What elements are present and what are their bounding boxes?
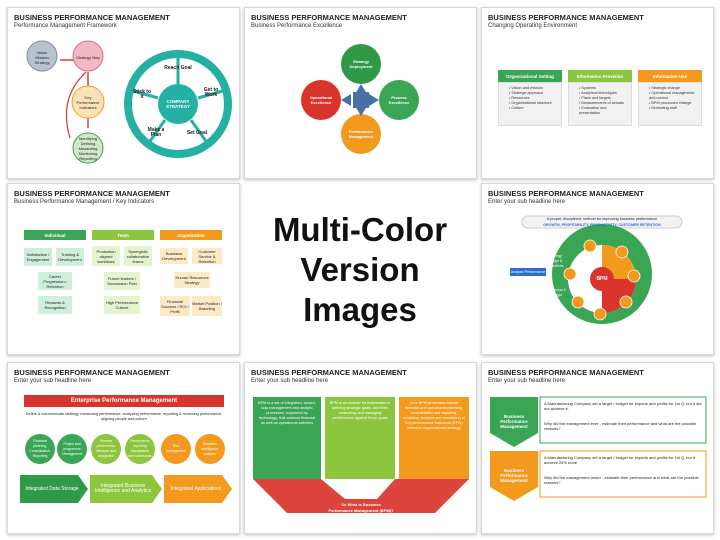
case-label: Business Performance Management — [500, 467, 528, 483]
column-header-information-provision: Information Provision — [568, 70, 632, 82]
indicator-item: Training & Development — [56, 248, 84, 266]
bpm-definition-panel: BPM is an enabler for businesses in defi… — [325, 397, 395, 479]
indicator-item: Business Development — [160, 248, 188, 264]
slide-thumbnail-2[interactable]: BUSINESS PERFORMANCE MANAGEMENT Business… — [244, 7, 477, 179]
slide-title: BUSINESS PERFORMANCE MANAGEMENT — [14, 13, 170, 22]
case-statement: A Manufacturing Company set a target / b… — [544, 455, 695, 465]
bpm-left-label: Operational & Strategic Plan — [544, 287, 566, 302]
column-list-information-provision: SystemsAnalytical techniquesPlans and ta… — [568, 82, 632, 126]
flow-node-vision: Vision Mission Strategy — [34, 49, 50, 65]
epm-circle-label: Process performance Measure and recognit… — [96, 439, 116, 458]
indicator-item: Production aligned workflows — [92, 246, 120, 266]
indicator-item: Career Progression / Retention — [38, 272, 72, 290]
slide-thumbnail-7[interactable]: BUSINESS PERFORMANCE MANAGEMENT Enter yo… — [244, 362, 477, 534]
excellence-petal-diagram — [301, 44, 419, 154]
wheel-label-stick-to-it: Stick to it — [132, 89, 152, 100]
case-label: Business Performance Management — [500, 413, 528, 429]
bpm-definition-panel: Core BPM processes include financial and… — [399, 397, 469, 479]
indicator-item: Rewards & Recognition — [38, 296, 72, 314]
case-study-arrows — [490, 396, 707, 501]
epm-circle-label: Financial planning, Consolidation, Repor… — [29, 439, 51, 458]
petal-process-excellence: Process Excellence — [388, 95, 410, 105]
bpm-question-line-1: So What is Business — [341, 501, 381, 507]
slide-subtitle: Business Performance Excellence — [251, 23, 343, 29]
epm-circle-label: Business intelligence analysis — [201, 441, 219, 456]
epm-arrow-label: Integrated Data Storage — [25, 485, 79, 492]
slide-title: BUSINESS PERFORMANCE MANAGEMENT — [251, 368, 407, 377]
slide-subtitle: Enter your sub headline here — [488, 199, 566, 205]
wheel-label-reach-goal: Reach Goal — [164, 64, 192, 71]
petal-performance-management: Performance Management — [348, 129, 374, 139]
slide-thumbnail-1[interactable]: BUSINESS PERFORMANCE MANAGEMENT Performa… — [7, 7, 240, 179]
slide-thumbnail-8[interactable]: BUSINESS PERFORMANCE MANAGEMENT Enter yo… — [481, 362, 714, 534]
case-question: Why did the management under - estimate … — [544, 475, 699, 485]
header-team: Team — [92, 230, 154, 240]
bpm-banner: A proper, disciplined, method for improv… — [546, 216, 658, 221]
epm-circles — [20, 434, 232, 503]
case-statement: A Manufacturing Company set a target / b… — [544, 401, 702, 411]
header-individual: Individual — [24, 230, 86, 240]
slide-subtitle: Enter your sub headline here — [251, 378, 329, 384]
bpm-cycle-diagram — [510, 215, 683, 325]
flow-node-identifying: Identifying Defining Measuring Monitorin… — [78, 135, 98, 161]
epm-arrow-label: Integrated Business Intelligence and Ana… — [94, 483, 152, 494]
slide-title: BUSINESS PERFORMANCE MANAGEMENT — [488, 189, 644, 198]
wheel-center-label: COMPANY STRATEGY — [165, 99, 191, 109]
slide-thumbnail-6[interactable]: BUSINESS PERFORMANCE MANAGEMENT Enter yo… — [7, 362, 240, 534]
indicator-item: Market Position / Branding — [192, 296, 222, 316]
column-header-organizational-setting: Organizational Setting — [498, 70, 562, 82]
bpm-question-line-2: Performance Management (BPM)? — [328, 507, 394, 513]
epm-circle-label: Risk management — [166, 444, 186, 453]
indicator-item: Future leaders / Succession Plan — [104, 272, 140, 290]
bpm-funnel-shape — [253, 479, 469, 513]
header-organization: Organization — [160, 230, 222, 240]
column-header-information-use: Information Use — [638, 70, 702, 82]
flow-node-kpi: Key Performance Indicators — [76, 94, 100, 110]
column-list-organizational-setting: Vision and missionStrategic approachReso… — [498, 82, 562, 126]
slide-thumbnail-3[interactable]: BUSINESS PERFORMANCE MANAGEMENT Changing… — [481, 7, 714, 179]
indicator-item: Synergistic collaborative teams — [124, 246, 152, 266]
indicator-item: High Performance Culture — [104, 296, 140, 314]
wheel-label-set-goal: Set Goal — [186, 129, 208, 136]
indicator-item: Financial Success / ROI / Profit — [160, 296, 190, 316]
epm-circle-label: Project and programme Management — [62, 441, 82, 456]
column-list-information-use: Strategic changeOperational management a… — [638, 82, 702, 126]
slide-title: BUSINESS PERFORMANCE MANAGEMENT — [488, 13, 644, 22]
slide-title: BUSINESS PERFORMANCE MANAGEMENT — [14, 368, 170, 377]
case-question: Why did the management ever - estimate t… — [544, 421, 697, 431]
slide-title: BUSINESS PERFORMANCE MANAGEMENT — [251, 13, 407, 22]
indicator-item: Human Resources Strategy — [174, 272, 210, 288]
bpm-left-label: Analyse Performance — [510, 269, 546, 274]
epm-circle-label: Performance reporting Dashboards and sco… — [128, 439, 152, 458]
bpm-center-label: BPM — [596, 275, 608, 282]
wheel-label-get-to-work: Get to Work — [203, 87, 219, 98]
slide-subtitle: Changing Operating Environment — [488, 23, 578, 29]
slide-thumbnail-5[interactable]: BUSINESS PERFORMANCE MANAGEMENT Enter yo… — [481, 183, 714, 355]
slide-title: BUSINESS PERFORMANCE MANAGEMENT — [488, 368, 644, 377]
bpm-left-label: Strategy Design & Objectives — [546, 253, 564, 268]
caption-line-2: Version Images — [300, 251, 420, 328]
slide-subtitle: Performance Management Framework — [14, 23, 117, 29]
epm-banner: Enterprise Performance Management — [24, 395, 224, 407]
epm-arrow-label: Integrated Applications — [170, 485, 222, 492]
slide-subtitle: Enter your sub headline here — [488, 378, 566, 384]
slide-thumbnail-4[interactable]: BUSINESS PERFORMANCE MANAGEMENT Business… — [7, 183, 240, 355]
epm-description: Define & communicate strategy, measuring… — [25, 412, 223, 421]
slide-subtitle: Enter your sub headline here — [14, 378, 92, 384]
slide-subtitle: Business Performance Management / Key In… — [14, 199, 155, 205]
flow-node-strategy-map: Strategy Map — [76, 54, 100, 60]
slide-title: BUSINESS PERFORMANCE MANAGEMENT — [14, 189, 170, 198]
indicator-item: Satisfaction / Engagement — [24, 248, 52, 266]
caption-line-1: Multi-Color — [272, 211, 448, 248]
bpm-banner-goals: GROWTH, PROFITABILITY, PRODUCTIVITY, CUS… — [543, 222, 661, 227]
indicator-item: Customer Service & Retention — [192, 248, 222, 264]
framework-flow-diagram — [26, 40, 232, 164]
petal-strategy-deployment: Strategy Deployment — [349, 59, 373, 69]
bpm-definition-panel: BPM is a set of integrated, closed-loop … — [253, 397, 321, 479]
multi-color-caption: Multi-Color Version Images — [245, 185, 475, 355]
wheel-label-make-plan: Make a Plan — [147, 127, 165, 138]
petal-operational-excellence: Operational Excellence — [309, 95, 333, 105]
